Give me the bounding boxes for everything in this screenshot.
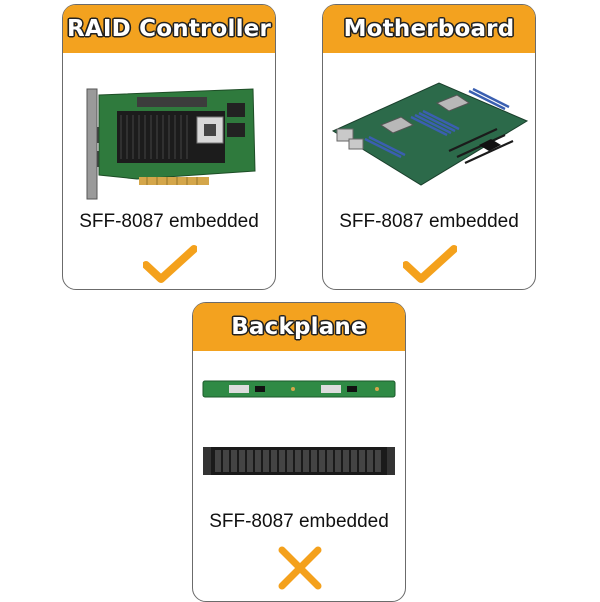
- backplane-caption: SFF-8087 embedded: [209, 511, 389, 532]
- backplane-title: Backplane: [231, 314, 367, 340]
- raid-controller-title: RAID Controller: [66, 16, 272, 42]
- motherboard-image: [331, 82, 529, 186]
- backplane-chassis-image: [203, 447, 395, 475]
- raid-controller-image: [86, 88, 256, 200]
- backplane-card: Backplane SFF-8087 embedded: [192, 302, 406, 602]
- motherboard-card: Motherboard SFF-8087 embedded: [322, 4, 536, 290]
- checkmark-icon: [143, 245, 197, 283]
- backplane-header: Backplane: [193, 303, 405, 351]
- checkmark-icon: [403, 245, 457, 283]
- cross-icon: [278, 546, 322, 590]
- raid-controller-card: RAID Controller SFF: [62, 4, 276, 290]
- raid-controller-caption: SFF-8087 embedded: [79, 211, 259, 232]
- backplane-board-image: [202, 380, 396, 398]
- motherboard-title: Motherboard: [343, 16, 515, 42]
- motherboard-caption: SFF-8087 embedded: [339, 211, 519, 232]
- motherboard-header: Motherboard: [323, 5, 535, 53]
- raid-controller-header: RAID Controller: [63, 5, 275, 53]
